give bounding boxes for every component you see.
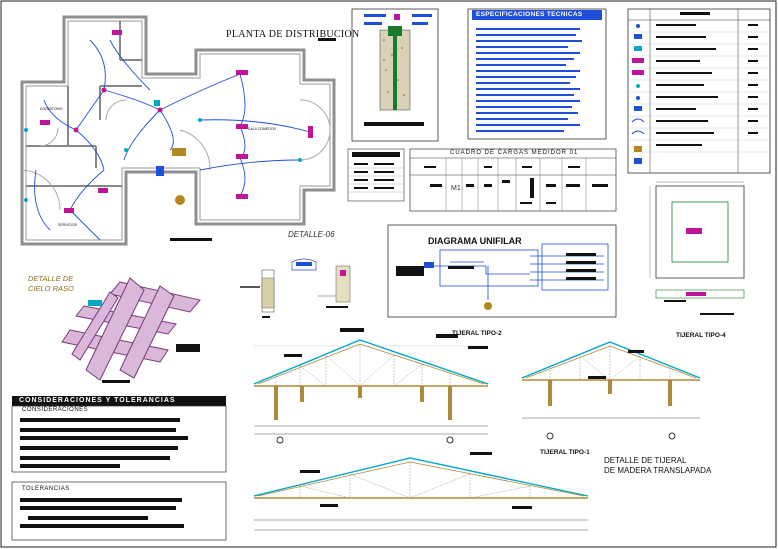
cuadro-m1-label: M1 bbox=[451, 185, 461, 192]
especificaciones-panel bbox=[467, 8, 607, 140]
consideraciones-tolerancias-title: CONSIDERACIONES Y TOLERANCIAS bbox=[19, 397, 176, 404]
legend-table bbox=[627, 8, 771, 174]
plan-title: PLANTA DE DISTRIBUCION bbox=[226, 29, 360, 40]
small-table-left bbox=[347, 148, 405, 202]
especificaciones-title: ESPECIFICACIONES TECNICAS bbox=[476, 11, 583, 18]
room-dormitorio-label: DORMITORIO bbox=[40, 107, 63, 111]
cuadro-cargas-table: M1 bbox=[409, 148, 617, 212]
tijeral-tipo-4 bbox=[521, 341, 701, 440]
tijeral-tipo-1-title: TIJERAL TIPO-1 bbox=[540, 449, 590, 456]
tijeral-tipo-2-title: TIJERAL TIPO-2 bbox=[452, 330, 502, 337]
diagrama-unifilar bbox=[387, 224, 617, 318]
diagrama-unifilar-title: DIAGRAMA UNIFILAR bbox=[428, 236, 522, 246]
floor-plan bbox=[20, 15, 336, 246]
cuadro-cargas-title: CUADRO DE CARGAS MEDIDOR 01 bbox=[450, 150, 579, 156]
tijeral-tipo-2 bbox=[253, 328, 489, 444]
consideraciones-subtitle: CONSIDERACIONES bbox=[22, 407, 89, 413]
electrical-symbols bbox=[24, 30, 336, 241]
room-labels: DORMITORIO SALA COMEDOR SERVICIOS bbox=[40, 107, 276, 227]
detalle-06 bbox=[240, 258, 351, 318]
tijeral-tipo-1 bbox=[253, 452, 589, 531]
tolerancias-subtitle: TOLERANCIAS bbox=[22, 486, 70, 492]
cielo-raso-detail bbox=[61, 277, 201, 381]
room-sala-label: SALA COMEDOR bbox=[248, 127, 276, 131]
room-servicio-label: SERVICIOS bbox=[58, 223, 78, 227]
detalle-06-title: DETALLE-06 bbox=[288, 230, 335, 239]
detalle-cielo-raso-title: DETALLE DE CIELO RASO bbox=[28, 274, 74, 293]
square-detail bbox=[649, 181, 745, 315]
detalle-tijeral-title: DETALLE DE TIJERAL DE MADERA TRANSLAPADA bbox=[604, 456, 711, 476]
consideraciones-panel bbox=[11, 396, 227, 541]
tijeral-tipo-4-title: TIJERAL TIPO-4 bbox=[676, 332, 726, 339]
electrical-wiring bbox=[34, 39, 311, 241]
detalle-tijeral-line-2: DE MADERA TRANSLAPADA bbox=[604, 466, 712, 475]
pozo-tierra-detail bbox=[351, 8, 439, 142]
detalle-tijeral-line-1: DETALLE DE TIJERAL bbox=[604, 456, 687, 465]
